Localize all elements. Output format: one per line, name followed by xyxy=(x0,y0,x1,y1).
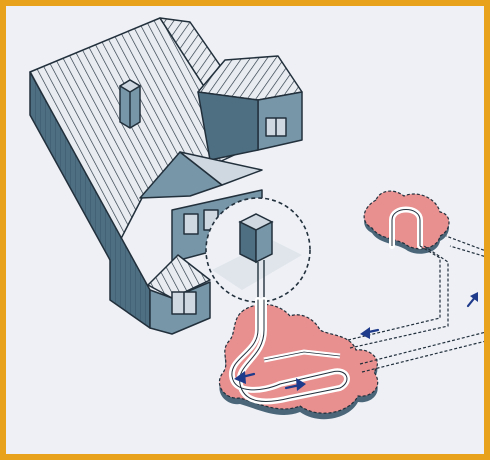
arrow-left-icon xyxy=(360,327,380,339)
heat-pump-callout xyxy=(205,197,311,303)
house xyxy=(29,17,303,335)
arrow-upright-icon xyxy=(466,292,478,308)
porch-roof xyxy=(147,254,211,299)
ground-loop-field-main xyxy=(218,297,379,420)
ground-loop-field-remote xyxy=(363,190,450,254)
heat-pump-unit xyxy=(238,213,274,264)
flow-direction-arrows xyxy=(234,292,478,391)
geothermal-heat-pump-diagram xyxy=(29,17,484,420)
arrow-left-loop-icon xyxy=(234,371,256,384)
front-window-1 xyxy=(183,213,199,235)
arrow-right-loop-icon xyxy=(284,378,306,391)
right-wing-side-wall xyxy=(197,91,259,161)
center-gable-front xyxy=(179,151,263,186)
illustration-frame xyxy=(6,6,484,454)
chimney xyxy=(119,79,141,129)
connecting-trench xyxy=(347,235,484,373)
